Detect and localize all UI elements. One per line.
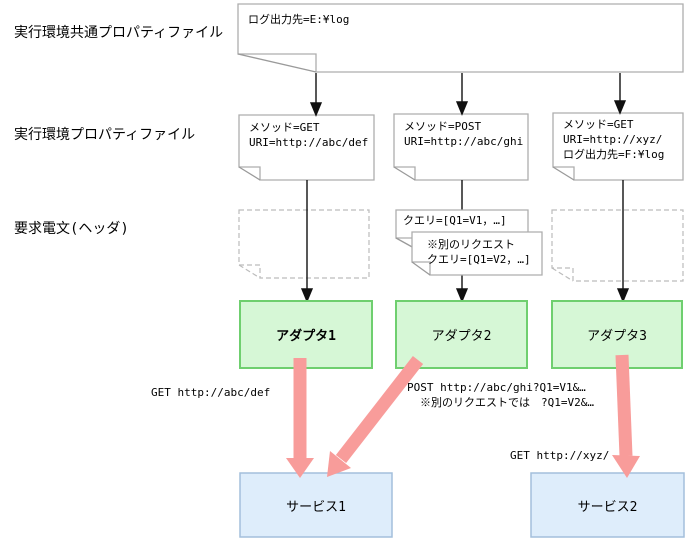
adapter-boxes xyxy=(239,300,683,369)
request-header-note-dashed-1 xyxy=(238,209,370,279)
request-label-adapter3: GET http://xyz/ xyxy=(510,449,610,462)
adapter-3-box-label: アダプタ3 xyxy=(587,329,647,344)
service-1-box-label: サービス1 xyxy=(286,499,346,515)
env-note-3-line-1: メソッド=GET xyxy=(563,118,634,131)
request-label-adapter2-line-2: ※別のリクエストでは ?Q1=V2&… xyxy=(420,396,594,409)
request-flow-arrows xyxy=(286,354,640,478)
request-header-note-dashed-3 xyxy=(551,209,684,282)
request-label-adapter1: GET http://abc/def xyxy=(151,386,271,399)
black-arrows xyxy=(300,73,630,303)
env-note-2-line-1: メソッド=POST xyxy=(404,120,482,133)
common-property-note-shape xyxy=(237,3,684,73)
env-note-2-line-2: URI=http://abc/ghi xyxy=(404,135,524,148)
row-label-request-header: 要求電文(ヘッダ) xyxy=(14,221,129,237)
common-property-note-text: ログ出力先=E:¥log xyxy=(248,13,350,26)
env-note-1-line-2: URI=http://abc/def xyxy=(249,136,369,149)
alt-query-note-shape xyxy=(411,231,543,276)
row-label-env-property-file: 実行環境プロパティファイル xyxy=(14,127,196,143)
alt-query-note-line-2: クエリ=[Q1=V2，…] xyxy=(427,253,531,266)
service-boxes xyxy=(239,472,685,538)
row-label-common-property-file: 実行環境共通プロパティファイル xyxy=(14,25,224,41)
query-note-text: クエリ=[Q1=V1，…] xyxy=(403,214,507,227)
adapter-2-box-label: アダプタ2 xyxy=(431,329,492,344)
adapter-1-box-label: アダプタ1 xyxy=(276,329,336,344)
env-property-note-shape-1 xyxy=(238,114,375,181)
service-2-box-label: サービス2 xyxy=(577,499,638,515)
request-label-adapter2-line-1: POST http://abc/ghi?Q1=V1&… xyxy=(407,381,586,394)
env-note-3-line-2: URI=http://xyz/ xyxy=(563,133,663,146)
alt-query-note-line-1: ※別のリクエスト xyxy=(427,238,515,251)
env-property-note-shape-2 xyxy=(393,113,529,181)
env-note-1-line-1: メソッド=GET xyxy=(249,121,320,134)
env-property-note-shape-3 xyxy=(552,112,684,181)
env-note-3-line-3: ログ出力先=F:¥log xyxy=(563,148,665,161)
